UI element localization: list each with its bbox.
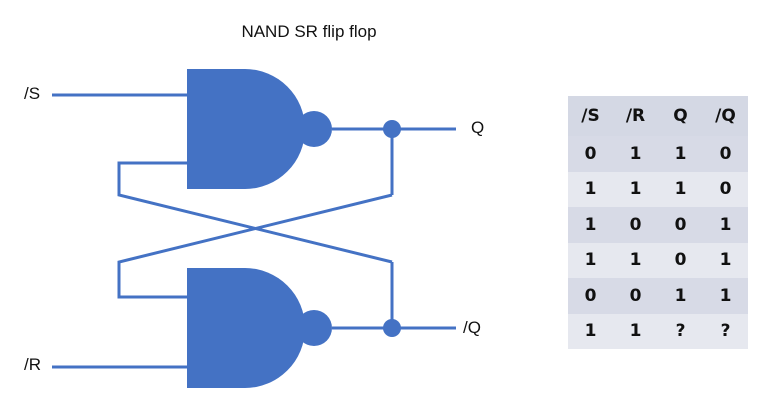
s-input-label: /S — [24, 84, 41, 103]
table-cell: 0 — [719, 143, 732, 164]
table-row: 0 1 1 0 — [568, 136, 748, 172]
table-cell: ? — [675, 321, 686, 342]
table-cell: 1 — [584, 214, 597, 235]
table-cell: 0 — [584, 285, 597, 306]
nq-junction-dot — [383, 319, 401, 337]
header-cell: /R — [625, 106, 646, 126]
table-cell: 0 — [674, 250, 687, 271]
table-row: 1 1 1 0 — [568, 171, 748, 207]
table-cell: 1 — [584, 250, 597, 271]
table-cell: 1 — [584, 179, 597, 200]
table-cell: 1 — [629, 143, 642, 164]
table-cell: 1 — [674, 179, 687, 200]
bottom-feedback-wire — [117, 193, 393, 299]
table-row: 1 0 0 1 — [568, 207, 748, 243]
table-cell: 1 — [719, 214, 732, 235]
nand-bubble-top — [296, 111, 332, 147]
table-cell: 1 — [629, 250, 642, 271]
table-row: 1 1 0 1 — [568, 242, 748, 278]
q-output-label: Q — [471, 118, 485, 137]
nq-output-label: /Q — [463, 318, 481, 337]
nand-gate-bottom — [187, 268, 332, 388]
header-cell: /S — [581, 106, 600, 126]
table-cell: 1 — [584, 321, 597, 342]
table-cell: 0 — [674, 214, 687, 235]
truth-table-header: /S /R Q /Q — [568, 96, 748, 136]
header-cell: /Q — [715, 106, 736, 126]
table-cell: 1 — [674, 285, 687, 306]
r-input-label: /R — [24, 355, 41, 374]
diagram-title: NAND SR flip flop — [241, 22, 377, 41]
table-row: 1 1 ? ? — [568, 313, 748, 349]
table-row: 0 0 1 1 — [568, 278, 748, 314]
table-cell: 0 — [719, 179, 732, 200]
table-cell: 1 — [674, 143, 687, 164]
table-cell: 1 — [719, 285, 732, 306]
truth-table: /S /R Q /Q 0 1 1 0 1 1 1 0 1 0 0 — [568, 96, 748, 349]
nand-gate-top — [187, 69, 332, 189]
table-cell: 0 — [584, 143, 597, 164]
table-cell: 1 — [629, 179, 642, 200]
nand-bubble-bottom — [296, 310, 332, 346]
table-cell: ? — [720, 321, 731, 342]
q-junction-dot — [383, 120, 401, 138]
header-cell: Q — [673, 106, 688, 126]
table-cell: 1 — [629, 321, 642, 342]
table-cell: 0 — [629, 285, 642, 306]
table-cell: 0 — [629, 214, 642, 235]
table-cell: 1 — [719, 250, 732, 271]
